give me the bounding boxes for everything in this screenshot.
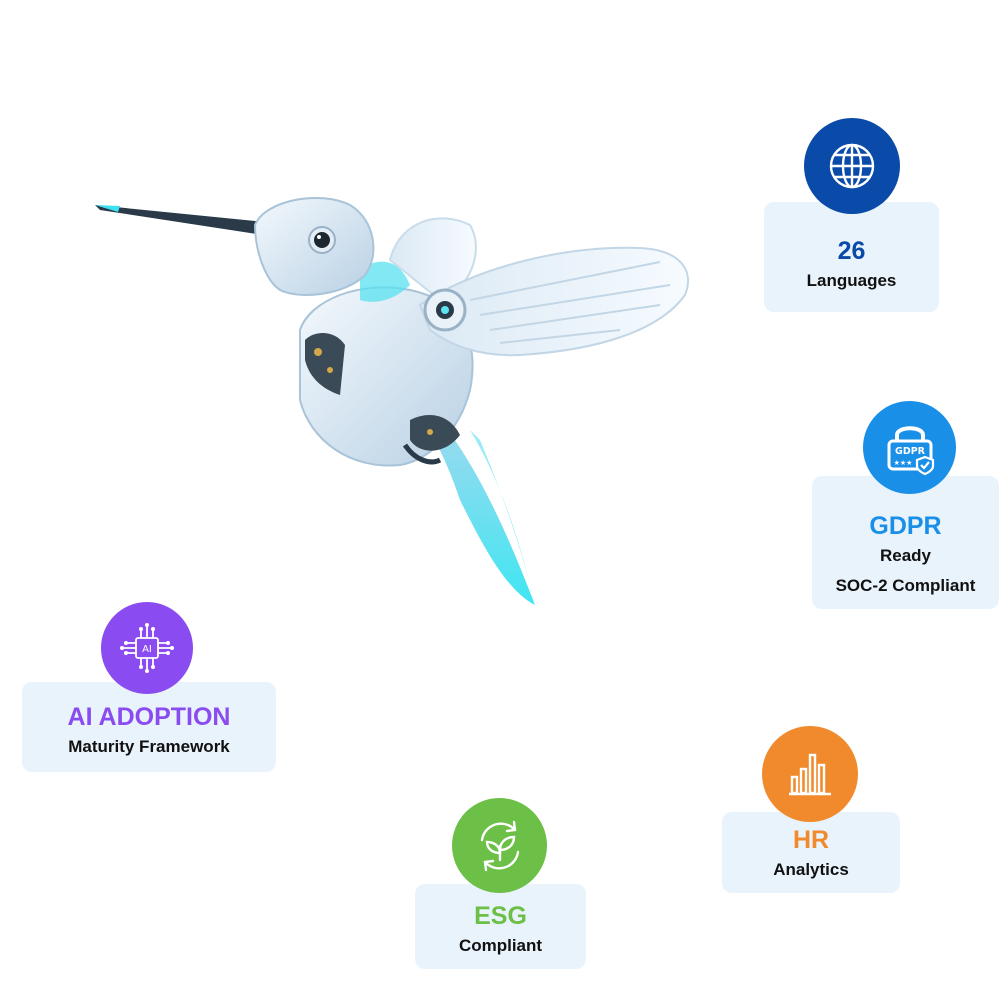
esg-badge [452, 798, 547, 893]
ai-chip-icon: AI [120, 623, 174, 673]
leaf-recycle-icon [480, 820, 519, 871]
hr-badge [762, 726, 858, 822]
ai-adoption-title: AI ADOPTION [67, 703, 231, 731]
svg-text:★★★: ★★★ [893, 459, 912, 467]
esg-subtitle: Compliant [458, 935, 543, 955]
ai-badge: AI [101, 602, 193, 694]
esg-title: ESG [474, 901, 527, 930]
esg-card: ESG Compliant [415, 884, 586, 969]
gdpr-badge: GDPR ★★★ [863, 401, 956, 494]
ai-adoption-subtitle: Maturity Framework [68, 737, 230, 756]
hr-analytics-card: HR Analytics [722, 812, 900, 893]
gdpr-title: GDPR [869, 511, 942, 540]
ai-adoption-card: AI ADOPTION Maturity Framework [22, 682, 276, 772]
gdpr-badge-text: GDPR [895, 446, 926, 457]
hr-subtitle: Analytics [773, 859, 849, 879]
ai-chip-text: AI [142, 644, 152, 655]
languages-label: Languages [806, 271, 897, 290]
gdpr-line-ready: Ready [879, 545, 932, 565]
gdpr-line-soc2: SOC-2 Compliant [835, 575, 976, 595]
robot-hummingbird-image [95, 197, 689, 605]
gdpr-card: GDPR Ready SOC-2 Compliant [812, 476, 999, 609]
hr-title: HR [792, 825, 830, 854]
bar-chart-icon [789, 753, 831, 796]
globe-badge [804, 118, 900, 214]
languages-card: 26 Languages [764, 202, 939, 312]
globe-icon [829, 143, 875, 189]
languages-count: 26 [837, 237, 866, 265]
gdpr-lock-icon: GDPR ★★★ [887, 425, 934, 475]
